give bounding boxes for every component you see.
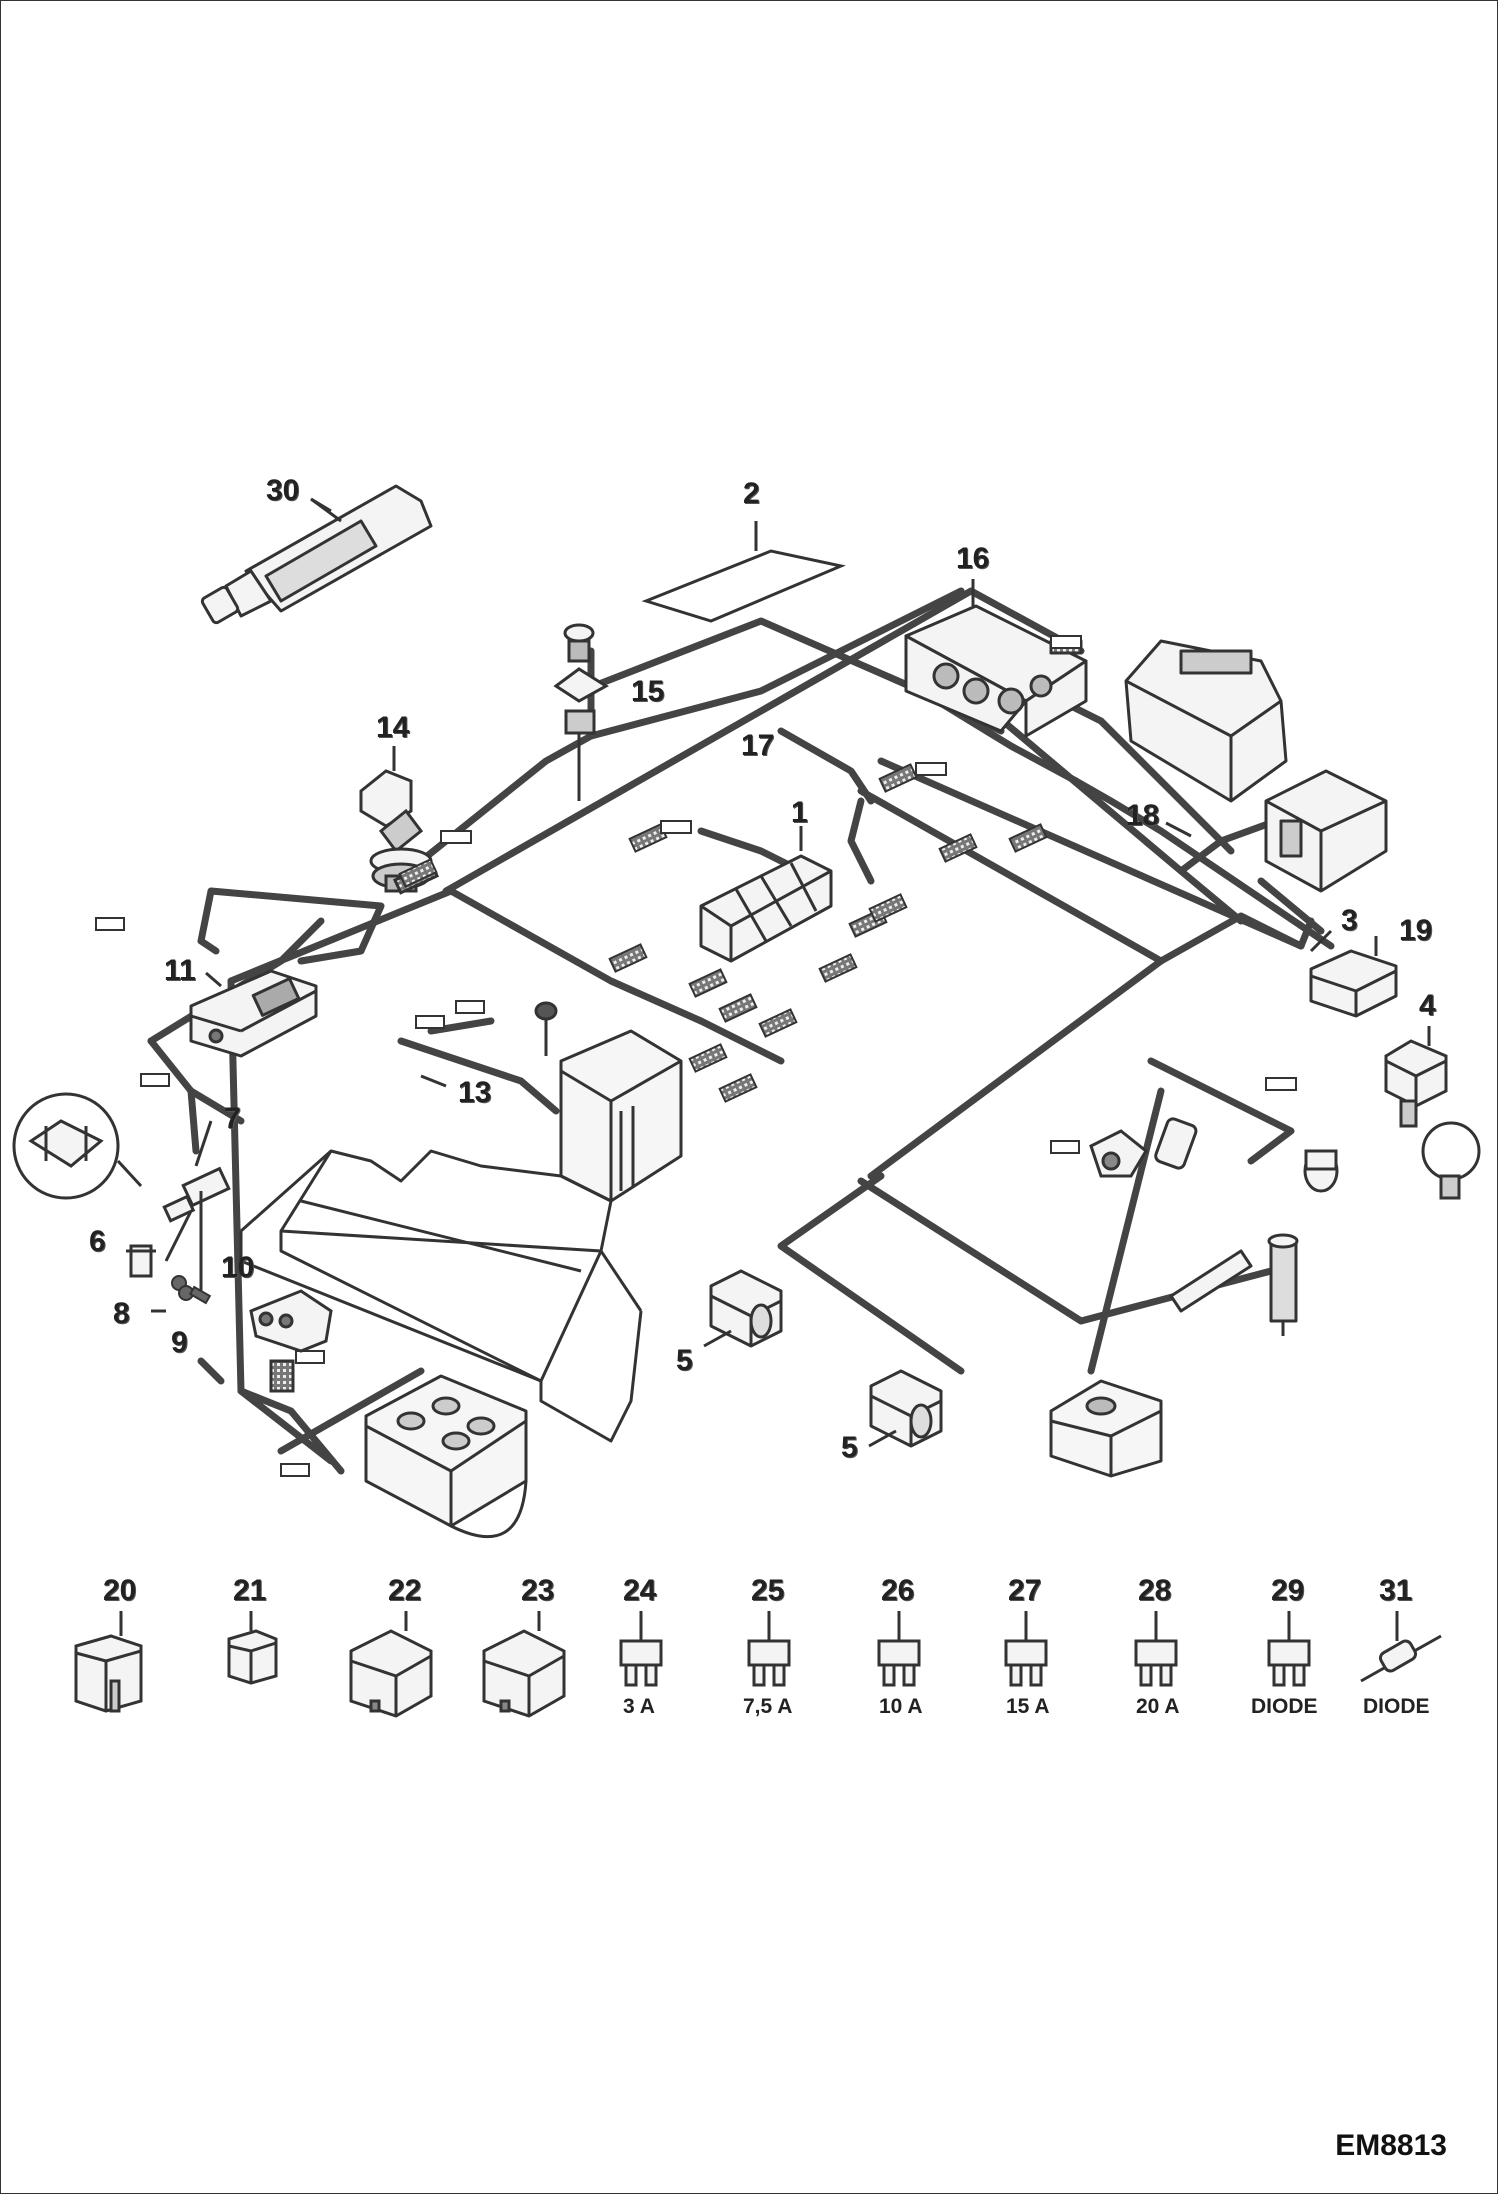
pushbutton-switch	[553, 623, 609, 801]
callout-1: 1	[791, 796, 808, 829]
callout-27: 27	[1008, 1574, 1042, 1607]
inline-diode-31	[1360, 1611, 1442, 1683]
switch-pair	[1089, 1117, 1198, 1178]
leader-18	[1165, 821, 1192, 838]
relay-20	[74, 1634, 143, 1713]
fuse-icons	[619, 1611, 1311, 1687]
harness-connectors	[398, 763, 1048, 1103]
cable-clamp-6	[126, 1244, 156, 1278]
callout-25: 25	[751, 1574, 785, 1607]
callout-24: 24	[623, 1574, 657, 1607]
leader-13	[420, 1074, 447, 1088]
rating-25: 7,5 A	[743, 1695, 793, 1718]
callout-13: 13	[458, 1076, 492, 1109]
rating-29: DIODE	[1251, 1695, 1318, 1718]
lower-left-switch	[249, 1289, 333, 1393]
electronic-module	[189, 969, 318, 1058]
callout-31: 31	[1379, 1574, 1413, 1607]
callout-20: 20	[103, 1574, 137, 1607]
alarm-5a	[709, 1269, 783, 1348]
fuse-27	[1004, 1611, 1048, 1687]
relay-holder-box	[364, 1374, 528, 1539]
relay-22	[349, 1629, 433, 1718]
callout-7: 7	[224, 1102, 241, 1135]
fasteners-8-9-10	[151, 1275, 212, 1313]
wire-tags	[95, 635, 1297, 1477]
grease-tube	[200, 484, 433, 625]
beacon-4	[1384, 1039, 1448, 1128]
leader-3	[1309, 929, 1333, 953]
callout-30: 30	[266, 474, 300, 507]
callout-14: 14	[376, 711, 410, 744]
fuel-tank	[534, 1001, 683, 1203]
module-19	[1309, 949, 1398, 1018]
disconnect-switch	[1169, 1233, 1299, 1336]
rating-31: DIODE	[1363, 1695, 1430, 1718]
leader-11	[205, 971, 222, 988]
callout-9: 9	[171, 1326, 188, 1359]
leader-7	[194, 1120, 213, 1167]
relay-23	[482, 1629, 566, 1718]
rating-24: 3 A	[623, 1695, 655, 1718]
callout-17: 17	[741, 729, 775, 762]
machine-frame	[239, 1149, 643, 1443]
callout-6: 6	[89, 1225, 106, 1258]
fuse-25	[747, 1611, 791, 1687]
callout-28: 28	[1138, 1574, 1172, 1607]
alarm-5b	[869, 1369, 943, 1448]
callout-3: 3	[1341, 904, 1358, 937]
callout-18: 18	[1126, 799, 1160, 832]
callout-23: 23	[521, 1574, 555, 1607]
callout-29: 29	[1271, 1574, 1305, 1607]
callout-16: 16	[956, 542, 990, 575]
fuse-24	[619, 1611, 663, 1687]
callout-10: 10	[221, 1251, 255, 1284]
leader-5b	[868, 1429, 897, 1448]
diode-fuse-29	[1267, 1611, 1311, 1687]
fuse-26	[877, 1611, 921, 1687]
callout-5a: 5	[676, 1344, 693, 1377]
relay-21	[227, 1629, 278, 1685]
callout-4: 4	[1419, 989, 1436, 1022]
leader-5a	[703, 1329, 732, 1348]
drawing-code: EM8813	[1335, 2129, 1447, 2162]
callout-8: 8	[113, 1297, 130, 1330]
callout-15: 15	[631, 675, 665, 708]
horn	[1303, 1149, 1339, 1193]
callout-5b: 5	[841, 1431, 858, 1464]
rating-27: 15 A	[1006, 1695, 1050, 1718]
leader-30	[310, 497, 332, 513]
fuse-relay-box	[904, 604, 1088, 738]
control-module	[1124, 639, 1388, 893]
callout-11: 11	[164, 954, 196, 987]
rating-28: 20 A	[1136, 1695, 1180, 1718]
speed-sensor	[162, 1166, 231, 1296]
rating-26: 10 A	[879, 1695, 923, 1718]
inset-detail	[12, 1092, 143, 1200]
callout-2: 2	[743, 477, 760, 510]
callout-21: 21	[233, 1574, 267, 1607]
callout-26: 26	[881, 1574, 915, 1607]
fuse-28	[1134, 1611, 1178, 1687]
decal-sheet	[641, 549, 846, 623]
relay-cluster	[699, 854, 833, 963]
callout-22: 22	[388, 1574, 422, 1607]
battery	[1049, 1379, 1163, 1478]
callout-19: 19	[1399, 914, 1433, 947]
work-lamp	[1421, 1121, 1481, 1200]
